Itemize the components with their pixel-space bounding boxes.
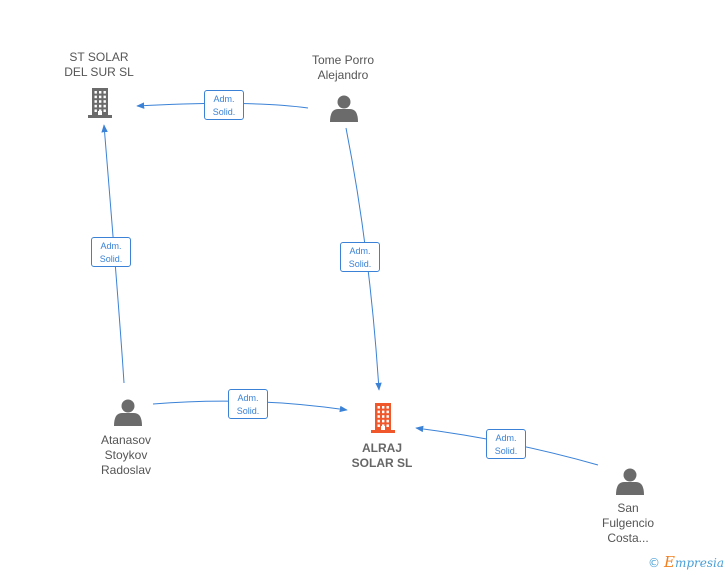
node-label-line: Alejandro [317,68,369,82]
person-icon-atanasov[interactable] [114,399,142,427]
relation-badge-text: Adm. [100,241,122,251]
node-label-line: ALRAJ [361,441,402,455]
relation-badge-atanasov-to-alraj[interactable]: Adm. Solid. [228,389,268,419]
copyright-symbol: © [647,556,660,570]
relation-badge-text: Solid. [99,254,123,264]
relation-badge-text: Solid. [348,259,372,269]
relation-badge-text: Adm. [495,433,517,443]
logo-rest: mpresia [674,556,724,570]
logo-initial: E [663,553,675,571]
relation-badge-tome-to-alraj[interactable]: Adm. Solid. [340,242,380,272]
person-icon-tome[interactable] [330,95,358,123]
node-label-line: ST SOLAR [69,50,129,64]
node-label-line: Stoykov [104,448,148,462]
empresia-logo: ©Empresia [648,553,724,571]
node-label-line: Costa... [607,531,649,545]
building-icon-alraj[interactable] [371,403,395,433]
relation-badge-san-to-alraj[interactable]: Adm. Solid. [486,429,526,459]
relation-badge-text: Adm. [349,246,371,256]
relation-badge-text: Adm. [237,393,259,403]
node-label-line: SOLAR SL [351,456,413,470]
building-icon-st_solar[interactable] [88,88,112,118]
node-label-line: Fulgencio [601,516,655,530]
relation-badge-text: Solid. [212,107,236,117]
node-label-line: DEL SUR SL [64,65,134,79]
node-label-line: San [617,501,639,515]
node-label-line: Radoslav [100,463,152,477]
node-label-line: Tome Porro [311,53,375,67]
relation-badge-text: Solid. [494,446,518,456]
person-icon-san[interactable] [616,468,644,496]
node-label-line: Atanasov [100,433,152,447]
relation-badge-text: Solid. [236,406,260,416]
relation-badge-atanasov-to-st_solar[interactable]: Adm. Solid. [91,237,131,267]
relation-badge-text: Adm. [213,94,235,104]
edge-atanasov-to-st_solar [101,124,125,384]
relation-badge-tome-to-st_solar[interactable]: Adm. Solid. [204,90,244,120]
